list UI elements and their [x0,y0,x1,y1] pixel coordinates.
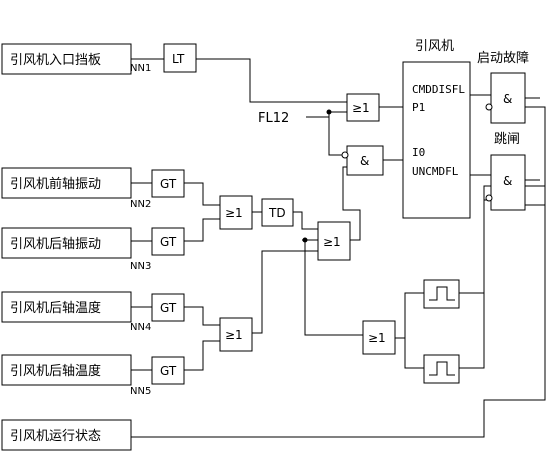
gt-label-3: GT [160,301,177,315]
or-label-5: ≥1 [368,331,386,345]
fan-cmd-label: CMDDISFL [412,83,465,96]
and-gate-1 [346,145,384,176]
input-box-temp2 [1,354,132,386]
gt-block-4 [151,356,185,385]
input-label-temp2: 引风机后轴温度 [10,363,101,379]
or-label-4: ≥1 [225,328,243,342]
lt-block [163,43,197,73]
signal-nn4: NN4 [130,322,151,333]
lt-label: LT [172,52,185,66]
input-box-front-vib [1,167,132,199]
pulse-block-1 [423,279,460,309]
td-label: TD [268,206,286,220]
or-gate-4 [219,317,253,352]
wires [131,58,546,438]
gt-label-2: GT [160,235,177,249]
input-label-front-vib: 引风机前轴振动 [10,176,101,192]
gt-label-4: GT [160,364,177,378]
or-gate-1 [346,93,380,122]
output-label-trip: 跳闸 [494,132,520,147]
input-box-run-state [1,419,132,451]
input-label-run-state: 引风机运行状态 [10,429,101,444]
signal-fl12: FL12 [258,111,289,126]
fan-block-title: 引风机 [415,39,454,54]
td-block [261,198,294,227]
input-label-temp1: 引风机后轴温度 [10,300,101,316]
or-label-2: ≥1 [225,206,243,220]
output-label-start-fault: 启动故障 [477,51,529,66]
and-gate-2 [490,72,526,124]
gt-label-1: GT [160,177,177,191]
signal-nn5: NN5 [130,386,151,397]
fan-i0-label: I0 [412,146,425,159]
fan-uncmd-label: UNCMDFL [412,165,459,178]
input-label-damper: 引风机入口挡板 [10,53,101,68]
gt-block-1 [151,169,185,198]
gt-block-3 [151,293,185,322]
and-label-1: & [360,154,369,168]
and-label-3: & [503,174,512,188]
and-gate-3 [490,154,526,211]
fan-p1-label: P1 [412,101,425,114]
or-label-1: ≥1 [352,101,370,115]
pulse-block-2 [423,354,460,384]
or-gate-2 [219,195,253,230]
input-label-rear-vib: 引风机后轴振动 [10,237,101,252]
and-label-2: & [503,92,512,106]
fan-block [402,61,471,219]
signal-nn2: NN2 [130,199,151,210]
signal-nn1: NN1 [130,63,151,74]
signal-nn3: NN3 [130,261,151,272]
or-gate-3 [317,221,351,261]
input-box-temp1 [1,291,132,323]
inverter-bubble-2 [485,103,493,111]
or-gate-5 [362,320,396,355]
inverter-bubble-1 [341,151,349,159]
gt-block-2 [151,227,185,256]
inverter-bubble-3 [485,194,493,202]
input-box-rear-vib [1,227,132,259]
or-label-3: ≥1 [323,235,341,249]
input-box-damper [1,43,132,75]
